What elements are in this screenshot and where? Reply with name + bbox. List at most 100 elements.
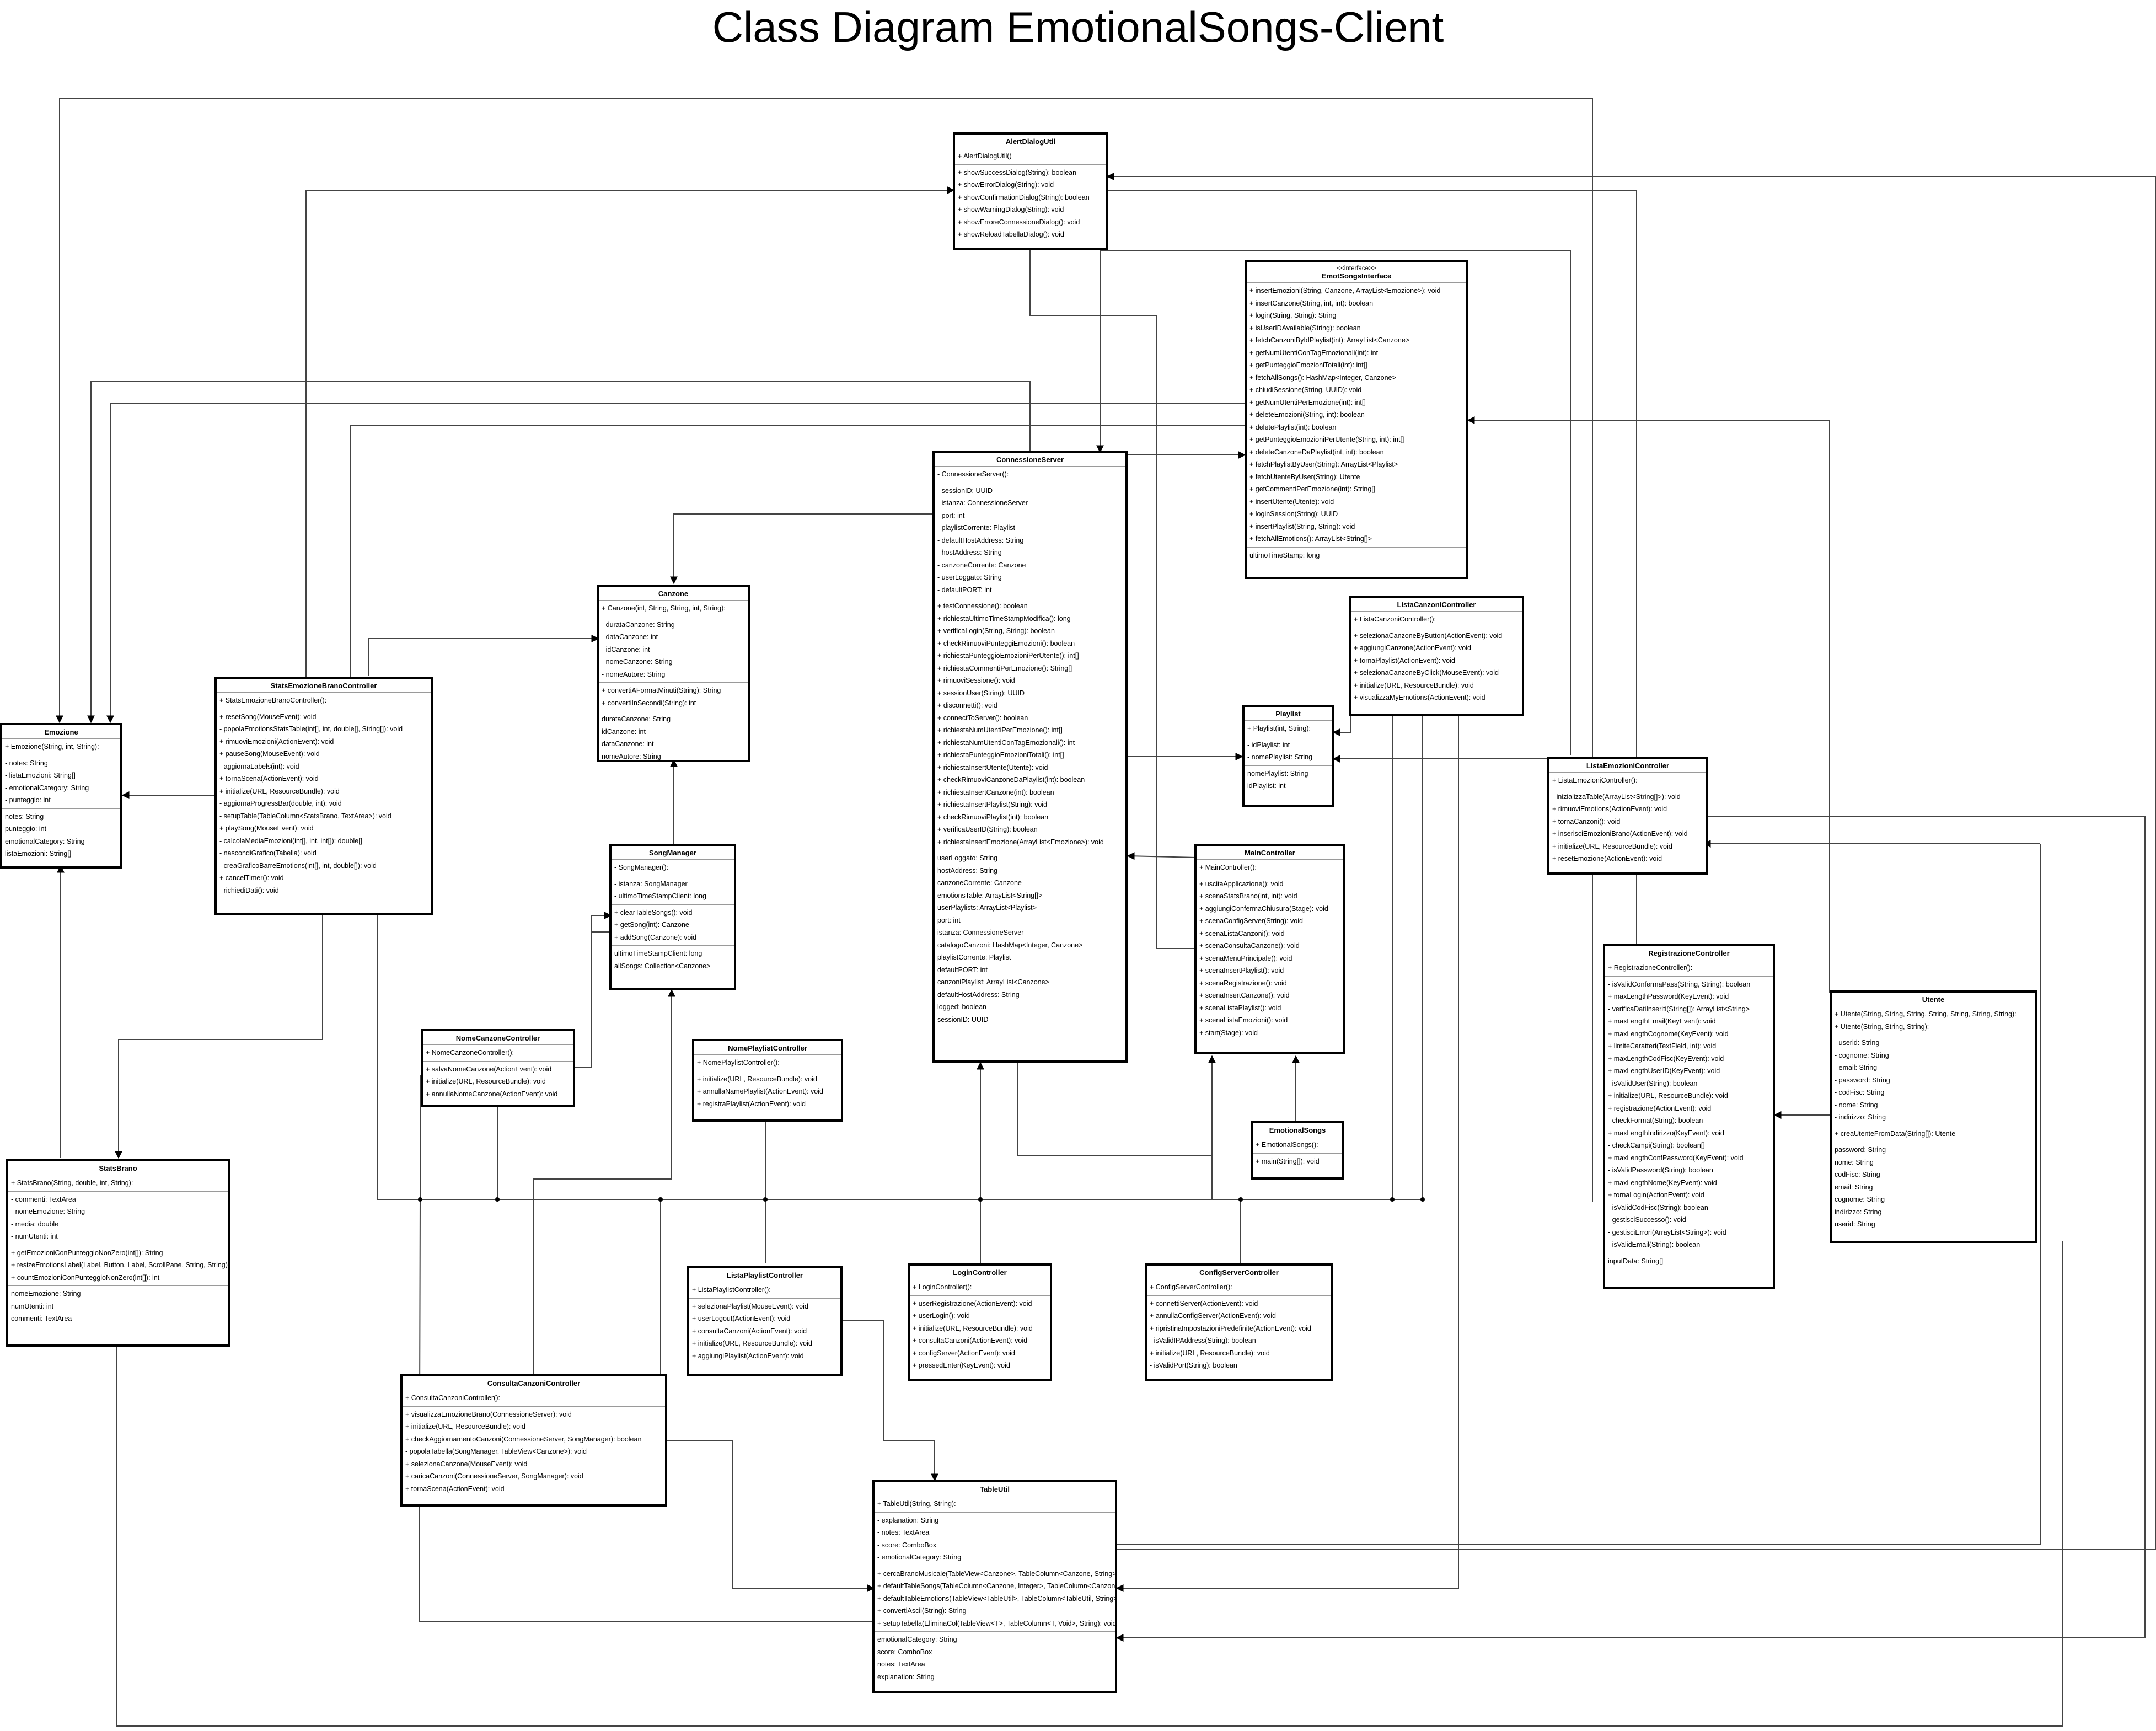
class-member: idCanzone: int [602, 727, 646, 736]
class-member: + LoginController(): [913, 1283, 972, 1291]
class-box-songmanager[interactable]: SongManager- SongManager():- istanza: So… [609, 844, 736, 990]
class-box-nomeplaylistcontroller[interactable]: NomePlaylistController+ NomePlaylistCont… [692, 1039, 843, 1122]
class-member: + start(Stage): void [1199, 1028, 1258, 1037]
class-box-nomecanzonecontroller[interactable]: NomeCanzoneController+ NomeCanzoneContro… [421, 1029, 575, 1107]
class-member: - isValidPort(String): boolean [1150, 1362, 1237, 1369]
class-box-tableutil[interactable]: TableUtil+ TableUtil(String, String):- e… [872, 1480, 1117, 1693]
class-member: + AlertDialogUtil() [958, 152, 1012, 160]
class-compartment: - notes: String- listaEmozioni: String[]… [2, 755, 120, 809]
class-box-listaplaylistcontroller[interactable]: ListaPlaylistController+ ListaPlaylistCo… [687, 1266, 843, 1376]
class-member: + salvaNomeCanzone(ActionEvent): void [426, 1065, 552, 1073]
class-box-statsemozionebranocontroller[interactable]: StatsEmozioneBranoController+ StatsEmozi… [214, 677, 433, 915]
class-member: - commenti: TextArea [11, 1195, 76, 1203]
class-box-playlist[interactable]: Playlist+ Playlist(int, String):- idPlay… [1242, 705, 1334, 807]
association-line [1117, 176, 2156, 1550]
class-compartment: - explanation: String- notes: TextArea- … [875, 1513, 1115, 1566]
class-member: + scenaInsertCanzone(): void [1199, 992, 1290, 999]
class-name: MainController [1245, 849, 1295, 857]
class-compartment: + NomeCanzoneController(): [423, 1045, 573, 1062]
class-box-emotsongsinterface[interactable]: <<interface>>EmotSongsInterface+ insertE… [1245, 260, 1468, 579]
class-member: - checkFormat(String): boolean [1608, 1117, 1703, 1124]
class-compartment: + ListaEmozioniController(): [1549, 773, 1706, 789]
class-member: + MainController(): [1199, 864, 1257, 871]
class-member: + cercaBranoMusicale(TableView<Canzone>,… [877, 1569, 1117, 1578]
class-member: + checkAggiornamentoCanzoni(ConnessioneS… [405, 1435, 642, 1443]
class-member: port: int [937, 916, 961, 924]
class-box-maincontroller[interactable]: MainController+ MainController():+ uscit… [1194, 844, 1345, 1054]
association-line [664, 1440, 875, 1592]
class-box-consultacanzonicontroller[interactable]: ConsultaCanzoniController+ ConsultaCanzo… [400, 1374, 667, 1507]
class-member: defaultHostAddress: String [937, 990, 1020, 999]
class-member: + Utente(String, String, String): [1835, 1022, 1929, 1031]
class-member: ultimoTimeStampClient: long [614, 950, 702, 957]
class-compartment: + ConsultaCanzoniController(): [403, 1390, 665, 1407]
class-member: hostAddress: String [937, 866, 998, 875]
class-member: + getPunteggioEmozioniTotali(int): int[] [1249, 361, 1367, 369]
class-box-configservercontroller[interactable]: ConfigServerController+ ConfigServerCont… [1145, 1263, 1333, 1381]
class-member: - popolaTabella(SongManager, TableView<C… [405, 1448, 587, 1455]
class-member: + resetSong(MouseEvent): void [219, 712, 317, 721]
class-member: + fetchUtenteByUser(String): Utente [1249, 473, 1360, 481]
association-line [533, 989, 675, 1376]
class-member: + ConfigServerController(): [1150, 1283, 1232, 1291]
class-member: inputData: String[] [1608, 1257, 1664, 1265]
class-member: + isUserIDAvailable(String): boolean [1249, 324, 1361, 332]
class-member: userLoggato: String [937, 854, 998, 862]
class-member: + showWarningDialog(String): void [958, 206, 1064, 213]
class-compartment: + salvaNomeCanzone(ActionEvent): void+ i… [423, 1062, 573, 1102]
class-header: ListaPlaylistController [689, 1268, 840, 1282]
class-box-emozione[interactable]: Emozione+ Emozione(String, int, String):… [0, 723, 122, 869]
class-member: + richiestaPunteggioEmozioniTotali(): in… [937, 751, 1064, 759]
class-box-registrazionecontroller[interactable]: RegistrazioneController+ RegistrazioneCo… [1603, 944, 1775, 1289]
association-line [106, 403, 1245, 724]
class-box-listacanzonicontroller[interactable]: ListaCanzoniController+ ListaCanzoniCont… [1349, 596, 1524, 716]
class-compartment: + connettiServer(ActionEvent): void+ ann… [1147, 1296, 1331, 1374]
class-member: - userid: String [1835, 1039, 1880, 1047]
class-compartment: - commenti: TextArea- nomeEmozione: Stri… [8, 1192, 228, 1245]
class-member: - idCanzone: int [602, 645, 650, 653]
class-member: score: ComboBox [877, 1648, 932, 1656]
class-member: + testConnessione(): boolean [937, 602, 1028, 610]
class-member: + limiteCaratteri(TextField, int): void [1608, 1042, 1717, 1050]
class-header: AlertDialogUtil [955, 135, 1106, 148]
class-member: + configServer(ActionEvent): void [913, 1349, 1015, 1357]
class-member: - isValidUser(String): boolean [1608, 1079, 1698, 1087]
class-box-alertdialogutil[interactable]: AlertDialogUtil + AlertDialogUtil() + show… [953, 132, 1108, 250]
class-compartment: + testConnessione(): boolean+ richiestaU… [935, 598, 1125, 850]
class-box-emotionalsongs[interactable]: EmotionalSongs+ EmotionalSongs():+ main(… [1251, 1121, 1344, 1180]
class-box-utente[interactable]: Utente+ Utente(String, String, String, S… [1830, 990, 2037, 1243]
class-member: + playSong(MouseEvent): void [219, 824, 314, 832]
class-box-connessioneserver[interactable]: ConnessioneServer- ConnessioneServer():-… [932, 451, 1128, 1063]
class-name: StatsEmozioneBranoController [270, 682, 377, 690]
class-member: + selezionaCanzoneByClick(MouseEvent): v… [1354, 669, 1499, 677]
class-name: ListaPlaylistController [727, 1271, 803, 1279]
class-member: + maxLengthCognome(KeyEvent): void [1608, 1030, 1729, 1038]
class-member: nome: String [1835, 1158, 1874, 1166]
class-member: + maxLengthCodFisc(KeyEvent): void [1608, 1054, 1724, 1063]
class-member: + scenaConsultaCanzone(): void [1199, 942, 1300, 950]
class-box-canzone[interactable]: Canzone+ Canzone(int, String, String, in… [597, 585, 750, 762]
class-member: + loginSession(String): UUID [1249, 510, 1338, 518]
class-box-listaemozionicontroller[interactable]: ListaEmozioniController+ ListaEmozioniCo… [1547, 757, 1708, 875]
class-member: + Utente(String, String, String, String,… [1835, 1010, 2016, 1018]
class-member: - explanation: String [877, 1516, 939, 1524]
class-member: + insertUtente(Utente): void [1249, 497, 1334, 506]
class-member: sessionID: UUID [937, 1015, 989, 1023]
class-member: + richiestaCommentiPerEmozione(): String… [937, 664, 1072, 672]
class-member: + Canzone(int, String, String, int, Stri… [602, 604, 726, 612]
class-member: + maxLengthConfPassword(KeyEvent): void [1608, 1154, 1744, 1162]
class-member: - nome: String [1835, 1101, 1878, 1109]
class-member: + tornaPlaylist(ActionEvent): void [1354, 656, 1455, 664]
class-box-logincontroller[interactable]: LoginController+ LoginController():+ use… [908, 1263, 1052, 1381]
class-member: - SongManager(): [614, 864, 668, 871]
class-member: + RegistrazioneController(): [1608, 964, 1693, 972]
diagram-title: Class Diagram EmotionalSongs-Client [712, 3, 1444, 51]
class-member: + tornaScena(ActionEvent): void [405, 1485, 505, 1493]
class-member: + initialize(URL, ResourceBundle): void [405, 1423, 525, 1430]
class-box-statsbrano[interactable]: StatsBrano+ StatsBrano(String, double, i… [6, 1159, 230, 1347]
class-header: TableUtil [875, 1482, 1115, 1496]
class-member: - nomePlaylist: String [1247, 753, 1313, 761]
class-member: + creaUtenteFromData(String[]): Utente [1835, 1129, 1956, 1138]
